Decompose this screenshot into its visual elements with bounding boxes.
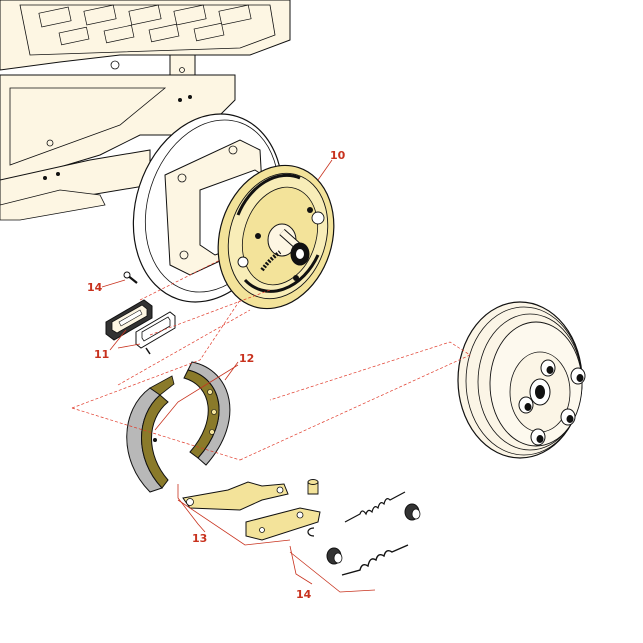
callout-12: 12 xyxy=(239,352,254,365)
brake-assembly xyxy=(217,164,335,310)
retaining-clip xyxy=(307,527,315,537)
brake-drum xyxy=(457,301,583,459)
gasket xyxy=(135,311,176,355)
brake-shoe-left xyxy=(126,375,175,493)
return-spring-upper xyxy=(344,491,406,523)
adjuster-pin xyxy=(307,479,319,495)
callout-14-top: 14 xyxy=(87,281,103,294)
assembly-guide-lines xyxy=(71,259,471,461)
callout-11: 11 xyxy=(94,348,109,361)
callout-labels: 10 14 11 12 13 14 xyxy=(87,149,346,601)
brake-shoe-right xyxy=(183,361,231,466)
actuating-lever xyxy=(182,481,289,511)
access-cover-plate xyxy=(105,299,153,341)
machine-frame xyxy=(0,0,291,221)
hold-down-cup-upper xyxy=(404,503,421,521)
wheel-studs xyxy=(518,359,586,446)
return-spring-lower xyxy=(341,544,409,576)
callout-leaders xyxy=(101,159,376,593)
strut-plate xyxy=(245,507,321,541)
callout-14-bottom: 14 xyxy=(296,588,312,601)
hold-down-cup-lower xyxy=(326,547,343,565)
clevis-pin xyxy=(123,271,138,284)
callout-10: 10 xyxy=(330,149,346,162)
callout-13: 13 xyxy=(192,532,207,545)
